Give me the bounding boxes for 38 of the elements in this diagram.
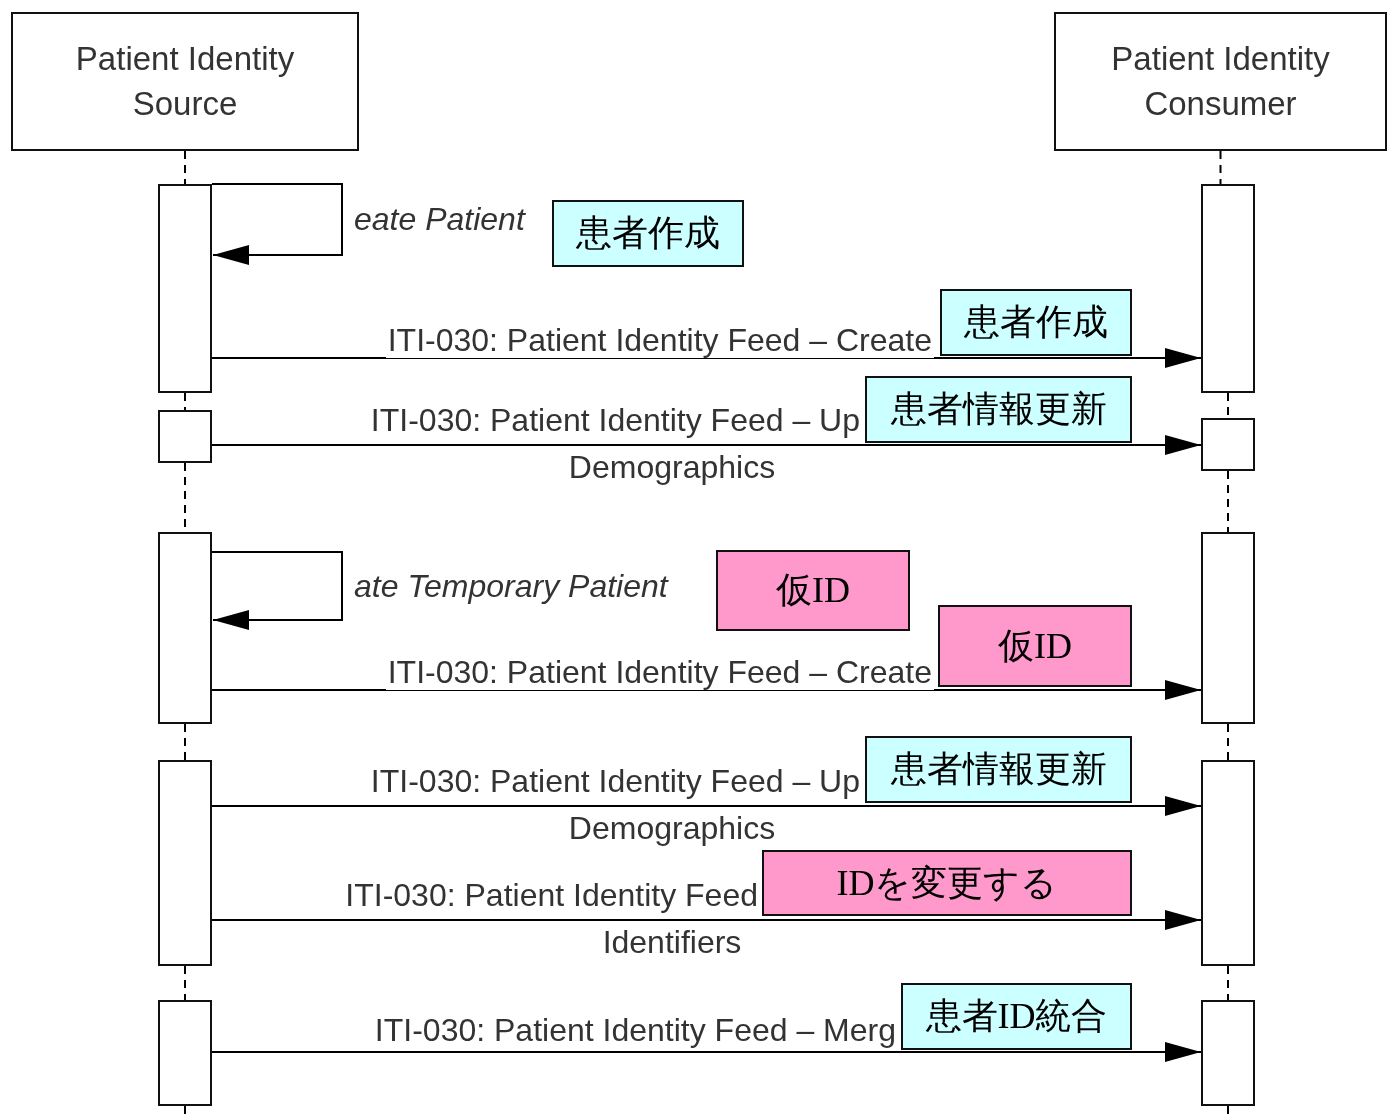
- lifeline: [1227, 1105, 1229, 1114]
- sticky-note: 患者作成: [552, 200, 744, 267]
- sticky-note: 患者作成: [940, 289, 1132, 356]
- sticky-note: 患者情報更新: [865, 376, 1132, 443]
- message-arrow: [211, 1042, 1202, 1062]
- lifeline: [184, 1105, 186, 1114]
- activation-bar: [1201, 1000, 1255, 1106]
- activation-bar: [1201, 532, 1255, 724]
- lifeline: [1227, 723, 1229, 761]
- lifeline: [184, 965, 186, 1001]
- activation-bar: [158, 1000, 212, 1106]
- message-arrow: [211, 796, 1202, 816]
- lifeline: [1227, 965, 1229, 1001]
- message-arrow: [211, 910, 1202, 930]
- activation-bar: [158, 532, 212, 724]
- sticky-note: 患者ID統合: [901, 983, 1132, 1050]
- sticky-note: 仮ID: [938, 605, 1132, 687]
- message-arrow: [211, 348, 1202, 368]
- sticky-note: 仮ID: [716, 550, 910, 631]
- lifeline-header: Patient Identity Consumer: [1054, 12, 1387, 151]
- activation-bar: [158, 184, 212, 393]
- lifeline: [184, 392, 186, 411]
- activation-bar: [1201, 184, 1255, 393]
- sticky-note: IDを変更する: [762, 850, 1132, 916]
- sticky-note: 患者情報更新: [865, 736, 1132, 803]
- self-message-arrow: [211, 183, 343, 265]
- message-arrow: [211, 435, 1202, 455]
- lifeline-header: Patient Identity Source: [11, 12, 359, 151]
- activation-bar: [158, 410, 212, 463]
- lifeline: [184, 150, 186, 185]
- lifeline: [184, 723, 186, 761]
- message-arrow: [211, 680, 1202, 700]
- activation-bar: [1201, 760, 1255, 966]
- activation-bar: [1201, 418, 1255, 471]
- self-message-arrow: [211, 551, 343, 630]
- lifeline: [1227, 470, 1229, 533]
- activation-bar: [158, 760, 212, 966]
- lifeline: [1219, 150, 1222, 185]
